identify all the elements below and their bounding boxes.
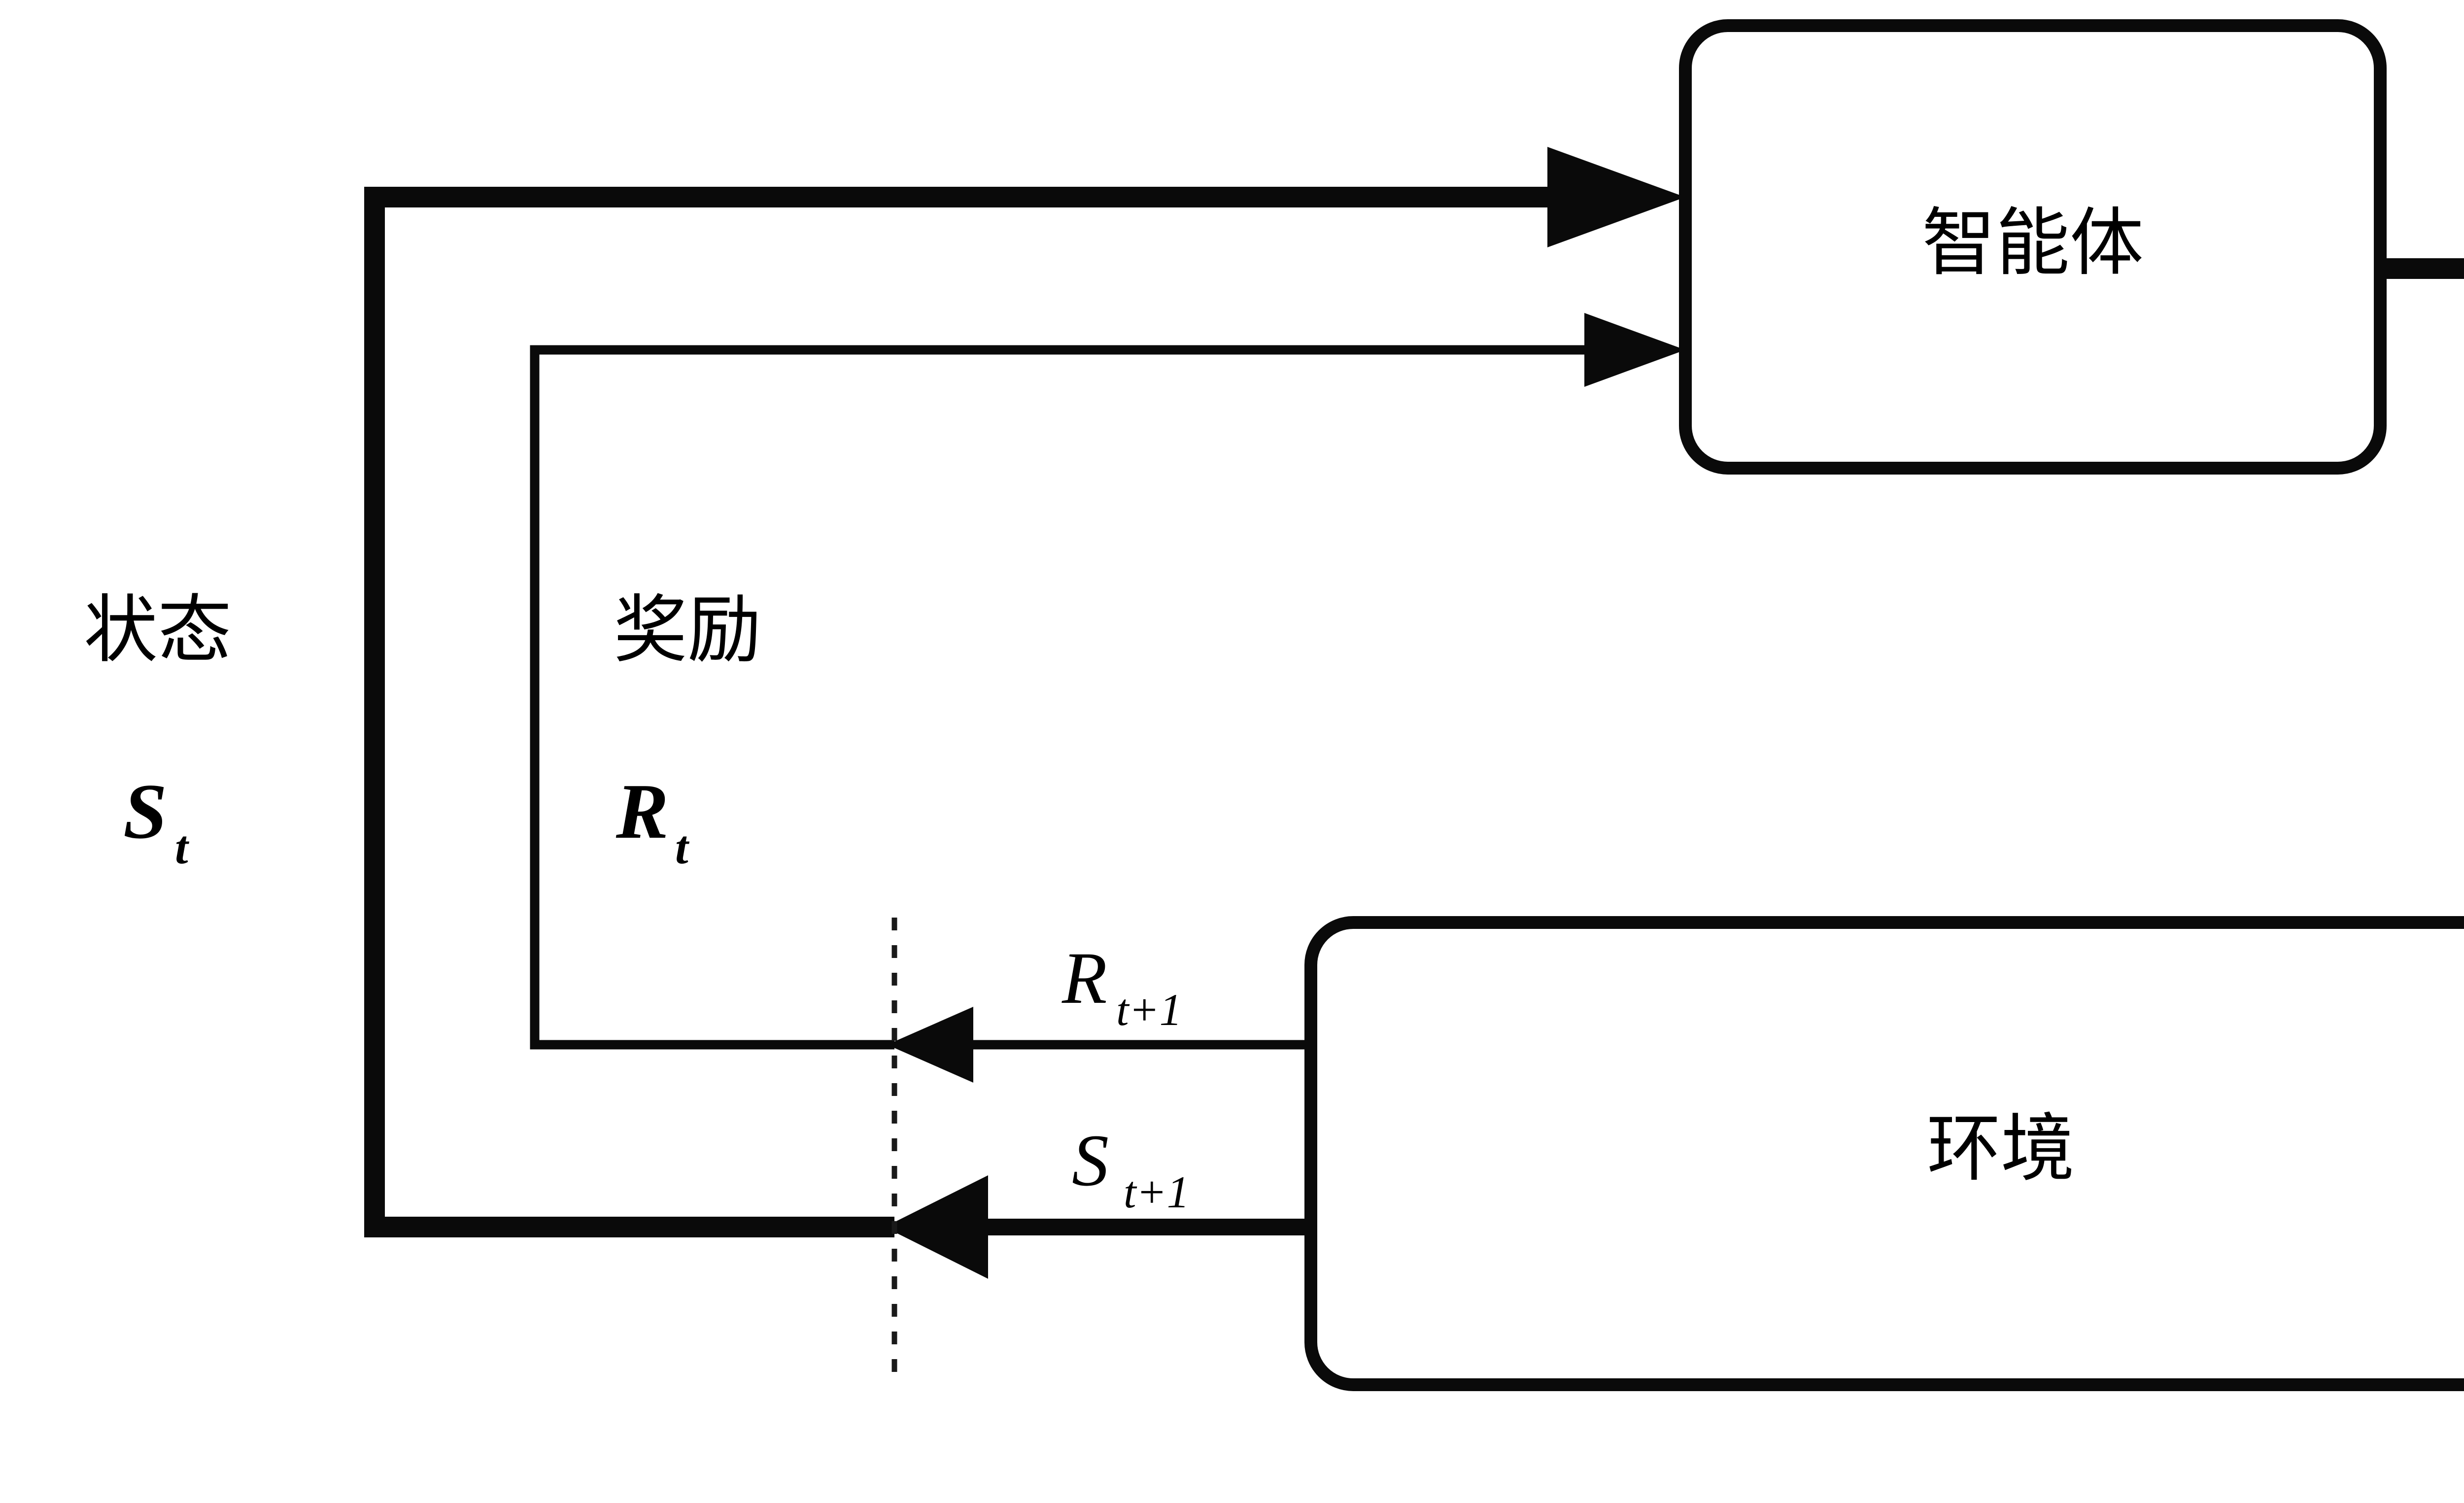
state-label-cjk: 状态 <box>84 590 232 672</box>
reward-symbol-subscript: t <box>675 821 690 874</box>
reward-flow-edge <box>530 313 1685 1050</box>
next-state-symbol: S <box>1072 1120 1109 1201</box>
next-reward-flow-edge <box>887 1007 1311 1083</box>
agent-label: 智能体 <box>1922 203 2144 284</box>
next-reward-label-group: R t+1 <box>1061 937 1182 1035</box>
state-flow-line <box>364 187 1557 1237</box>
arrow-right-icon-reward <box>1584 313 1685 387</box>
next-reward-symbol: R <box>1061 937 1107 1019</box>
next-reward-subscript: t+1 <box>1116 985 1182 1035</box>
reward-symbol: R <box>616 767 669 855</box>
reward-label-group: 奖励 R t <box>614 590 761 874</box>
arrow-right-icon-state <box>1547 147 1685 247</box>
arrow-left-icon-next-reward <box>887 1007 973 1083</box>
state-symbol-subscript: t <box>175 821 190 874</box>
reward-label-cjk: 奖励 <box>614 590 761 672</box>
reward-flow-line <box>530 345 1592 1050</box>
next-state-label-group: S t+1 <box>1072 1120 1190 1217</box>
state-symbol: S <box>123 767 167 855</box>
state-label-group: 状态 S t <box>84 590 232 874</box>
agent-box <box>1679 19 2387 475</box>
environment-box <box>1304 916 2464 1391</box>
arrow-left-icon-next-state <box>885 1175 988 1279</box>
agent-node[interactable]: 智能体 <box>1679 19 2387 475</box>
state-flow-edge <box>364 147 1685 1237</box>
environment-label: 环境 <box>1927 1108 2075 1190</box>
next-state-subscript: t+1 <box>1124 1167 1190 1217</box>
environment-node[interactable]: 环境 <box>1304 916 2464 1391</box>
next-state-flow-edge <box>885 1175 1311 1279</box>
